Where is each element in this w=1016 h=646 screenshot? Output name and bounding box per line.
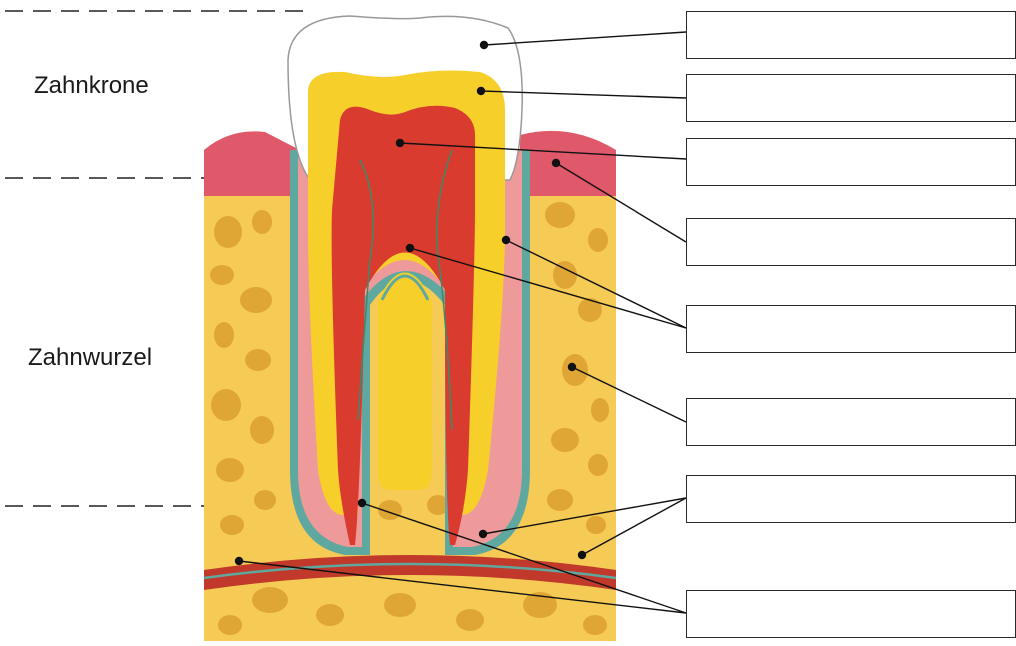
answer-box-1[interactable]	[686, 11, 1016, 59]
root-label: Zahnwurzel	[28, 344, 152, 372]
answer-box-5[interactable]	[686, 305, 1016, 353]
answer-box-4[interactable]	[686, 218, 1016, 266]
answer-box-7[interactable]	[686, 475, 1016, 523]
gum	[204, 131, 296, 196]
gum-right	[520, 131, 616, 196]
answer-box-8[interactable]	[686, 590, 1016, 638]
answer-box-6[interactable]	[686, 398, 1016, 446]
answer-box-2[interactable]	[686, 74, 1016, 122]
tooth	[288, 16, 530, 555]
crown-label: Zahnkrone	[34, 72, 149, 100]
answer-box-3[interactable]	[686, 138, 1016, 186]
